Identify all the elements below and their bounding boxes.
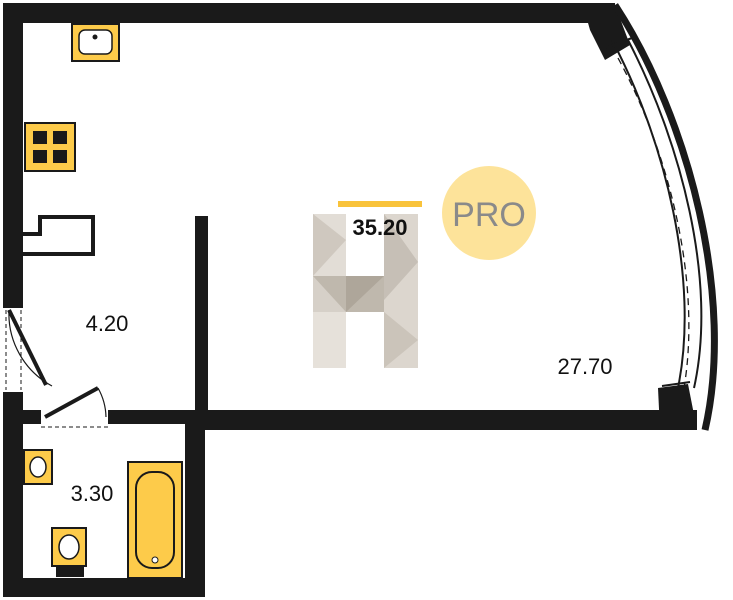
curved-window-wall xyxy=(604,3,718,431)
bathroom-sink-icon xyxy=(23,449,53,485)
kitchen-sink-icon xyxy=(71,23,120,62)
toilet-icon xyxy=(51,527,87,577)
bathtub-icon xyxy=(127,461,183,579)
pro-badge: PRO xyxy=(442,166,536,260)
logo-watermark xyxy=(313,214,418,368)
pro-badge-text: PRO xyxy=(452,196,526,234)
walls xyxy=(3,3,697,597)
bathroom-door-icon xyxy=(41,386,108,428)
hallway-area-label: 4.20 xyxy=(86,311,129,336)
total-area-accent-bar xyxy=(338,201,422,207)
entry-door-icon xyxy=(5,309,53,390)
kitchen-counter xyxy=(23,215,95,256)
bathroom-area-label: 3.30 xyxy=(71,481,114,506)
living-area-label: 27.70 xyxy=(557,354,612,379)
total-area-label: 35.20 xyxy=(352,215,407,240)
stove-icon xyxy=(24,122,76,172)
